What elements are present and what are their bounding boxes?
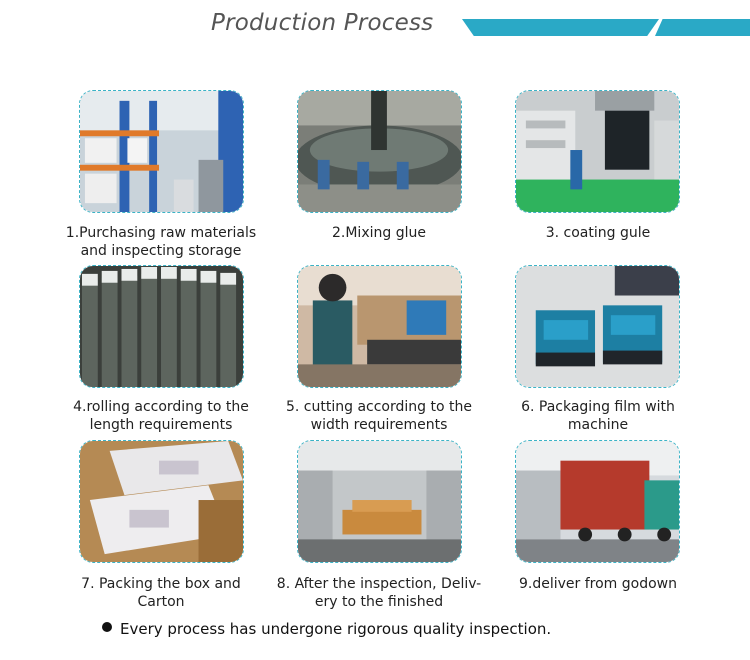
- photo-packaging-film: [515, 265, 680, 388]
- photo-mixing-glue: [297, 90, 462, 213]
- page-title: Production Process: [211, 10, 434, 36]
- step-3-caption: 3. coating gule: [545, 225, 651, 241]
- photo-cutting-machine: [297, 265, 462, 388]
- photo-packing-boxes: [79, 440, 244, 563]
- title-accent-bar-left: [462, 19, 659, 36]
- step-7-caption: 7. Packing the box and Carton: [81, 576, 241, 610]
- step-4-caption: 4.rolling according to the length requir…: [73, 399, 249, 433]
- title-accent-bar-right: [655, 19, 750, 36]
- step-6-caption: 6. Packaging film with machine: [521, 399, 675, 433]
- bullet-dot: [102, 622, 112, 632]
- step-1-caption: 1.Purchasing raw materials and inspectin…: [65, 225, 257, 259]
- quality-note: Every process has undergone rigorous qua…: [120, 620, 552, 638]
- photo-coating-machine: [515, 90, 680, 213]
- photo-finished-goods-warehouse: [297, 440, 462, 563]
- step-2-caption: 2.Mixing glue: [332, 225, 426, 241]
- photo-delivery-truck: [515, 440, 680, 563]
- photo-rolled-tapes: [79, 265, 244, 388]
- photo-warehouse-storage: [79, 90, 244, 213]
- step-9-caption: 9.deliver from godown: [519, 576, 677, 592]
- step-8-caption: 8. After the inspection, Deliv- ery to t…: [276, 576, 482, 610]
- step-5-caption: 5. cutting according to the width requir…: [286, 399, 472, 433]
